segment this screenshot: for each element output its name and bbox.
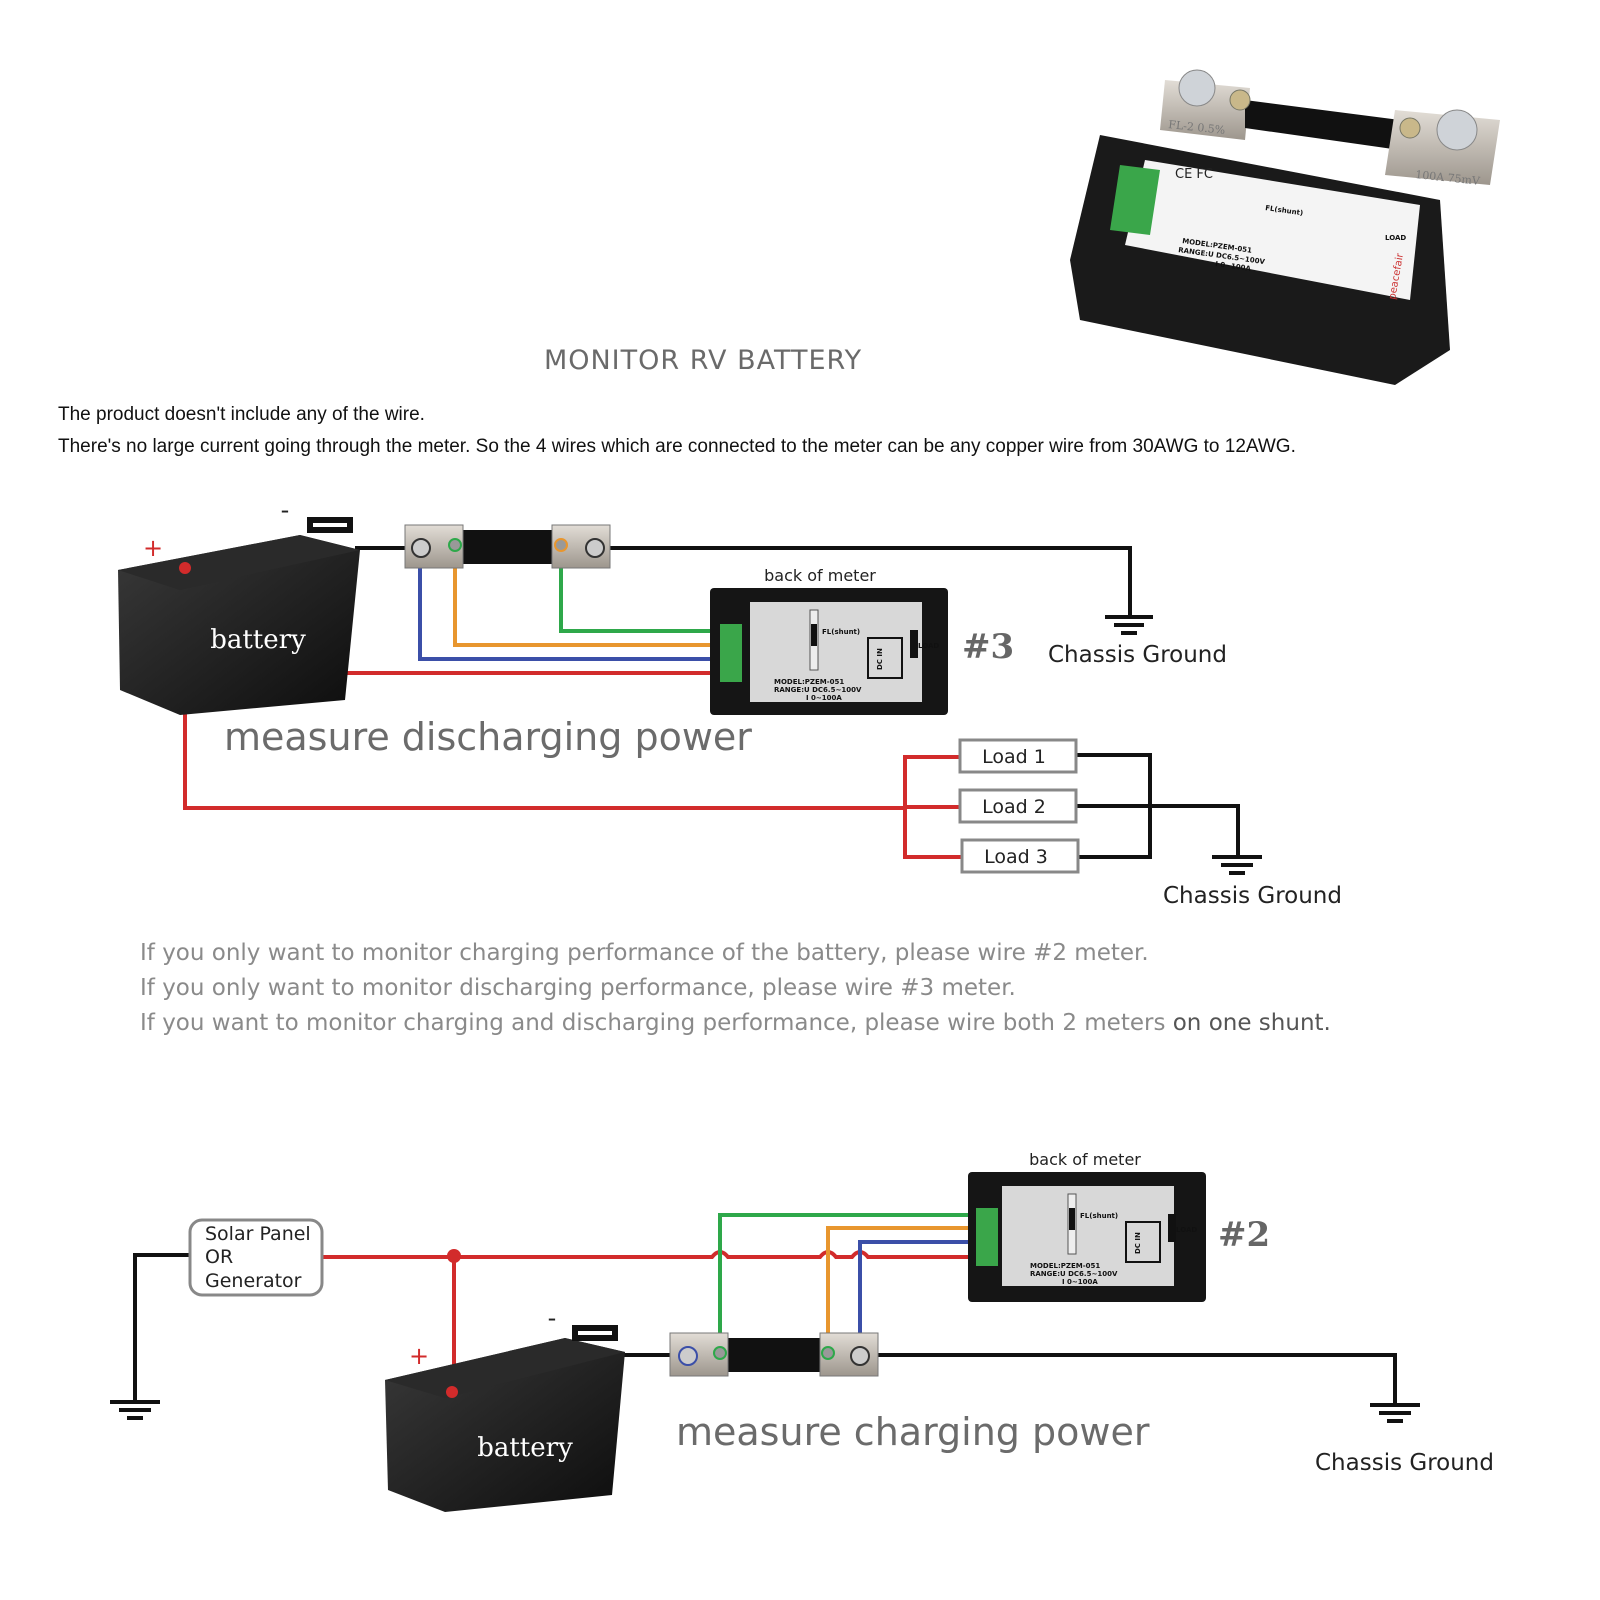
meter-3: FL(shunt) LOAD DC IN MODEL:PZEM-051 RANG… [710, 588, 948, 715]
ground-symbol [1370, 1403, 1420, 1423]
shunt [669, 1332, 879, 1377]
meter-load-label: LOAD [918, 642, 939, 650]
positive-terminal [179, 562, 191, 574]
plus-sign: + [143, 534, 163, 562]
meter-2: FL(shunt) LOAD DC IN MODEL:PZEM-051 RANG… [968, 1172, 1206, 1302]
instruction-line-3: If you want to monitor charging and disc… [140, 1010, 1331, 1036]
source-line-2: OR [205, 1246, 233, 1268]
battery-handle [307, 517, 353, 533]
meter-range-u: RANGE:U DC6.5~100V [1030, 1270, 1118, 1278]
shunt-to-ground-wire [595, 546, 1132, 615]
load-1: Load 1 [958, 738, 1078, 774]
meter-load-label: LOAD [1176, 1226, 1197, 1234]
shunt-marking-left: FL-2 0.5% [1168, 118, 1226, 137]
shunt [404, 524, 611, 569]
charge-caption: measure charging power [676, 1410, 1150, 1454]
battery: battery + - [118, 496, 360, 715]
battery-handle [572, 1325, 618, 1341]
meter-shunt-label: FL(shunt) [1080, 1212, 1118, 1220]
meter-shunt-label: FL(shunt) [822, 628, 860, 636]
meter-dcin-label: DC IN [1134, 1232, 1142, 1254]
plus-sign: + [409, 1342, 429, 1370]
minus-sign: - [548, 1304, 557, 1332]
photo-load-label: LOAD [1385, 234, 1406, 242]
source-ground-wire [133, 1253, 192, 1400]
terminal-block [976, 1208, 998, 1266]
ground-symbol [110, 1400, 160, 1420]
meter-3-number: #3 [962, 627, 1014, 667]
minus-sign: - [281, 496, 290, 524]
load-2: Load 2 [958, 788, 1078, 824]
battery: battery + - [385, 1304, 625, 1512]
load-2-label: Load 2 [982, 796, 1046, 818]
charge-diagram: Solar Panel OR Generator battery + - [110, 1150, 1494, 1512]
orange-sense-wire [453, 532, 722, 647]
ground-symbol [1105, 615, 1153, 635]
meter-dcin-label: DC IN [876, 648, 884, 670]
battery-label: battery [477, 1433, 573, 1463]
page-title: MONITOR RV BATTERY [544, 345, 862, 376]
blue-sense-wire [418, 548, 722, 661]
meter-range-i: I 0~100A [806, 694, 842, 702]
instruction-line-2: If you only want to monitor discharging … [140, 975, 1016, 1001]
positive-terminal [446, 1386, 458, 1398]
chassis-ground-label: Chassis Ground [1048, 642, 1227, 668]
product-photo: FL-2 0.5% 100A 75mV CE FC peacefair FL(s… [1070, 69, 1500, 385]
green-sense-wire [718, 1213, 988, 1352]
meter-2-number: #2 [1218, 1215, 1270, 1255]
note-line-1: The product doesn't include any of the w… [58, 404, 425, 425]
meter-2-caption: back of meter [1029, 1150, 1141, 1169]
positive-bus-wire [322, 1250, 988, 1259]
discharge-diagram: battery + - FL(shunt) LOAD DC IN M [118, 496, 1342, 909]
load-3: Load 3 [960, 838, 1080, 874]
load-1-label: Load 1 [982, 746, 1046, 768]
meter-3-caption: back of meter [764, 566, 876, 585]
battery-label: battery [210, 625, 306, 655]
shunt-to-ground-wire [860, 1353, 1397, 1405]
meter-range-i: I 0~100A [1062, 1278, 1098, 1286]
load-3-label: Load 3 [984, 846, 1048, 868]
load-chassis-ground-label: Chassis Ground [1163, 883, 1342, 909]
meter-range-u: RANGE:U DC6.5~100V [774, 686, 862, 694]
orange-sense-wire [826, 1226, 988, 1352]
solar-panel-or-generator: Solar Panel OR Generator [188, 1218, 324, 1297]
chassis-ground-label: Chassis Ground [1315, 1450, 1494, 1476]
junction-dot [447, 1249, 461, 1263]
ground-symbol [1212, 855, 1262, 875]
meter-model: MODEL:PZEM-051 [774, 678, 844, 686]
source-line-1: Solar Panel [205, 1223, 311, 1245]
meter-photo: CE FC peacefair FL(shunt) MODEL:PZEM-051… [1070, 135, 1450, 385]
terminal-block [720, 624, 742, 682]
certification-marks: CE FC [1175, 167, 1213, 182]
note-line-2: There's no large current going through t… [58, 436, 1296, 457]
discharge-caption: measure discharging power [224, 715, 752, 759]
instruction-emphasis: on one shunt. [1173, 1010, 1331, 1036]
meter-model: MODEL:PZEM-051 [1030, 1262, 1100, 1270]
blue-sense-wire [858, 1240, 988, 1352]
load-ground-wire [1076, 804, 1240, 857]
shunt-photo: FL-2 0.5% 100A 75mV [1160, 69, 1500, 188]
source-line-3: Generator [205, 1270, 302, 1292]
instruction-line-3-text: If you want to monitor charging and disc… [140, 1010, 1173, 1036]
instruction-line-1: If you only want to monitor charging per… [140, 940, 1149, 966]
